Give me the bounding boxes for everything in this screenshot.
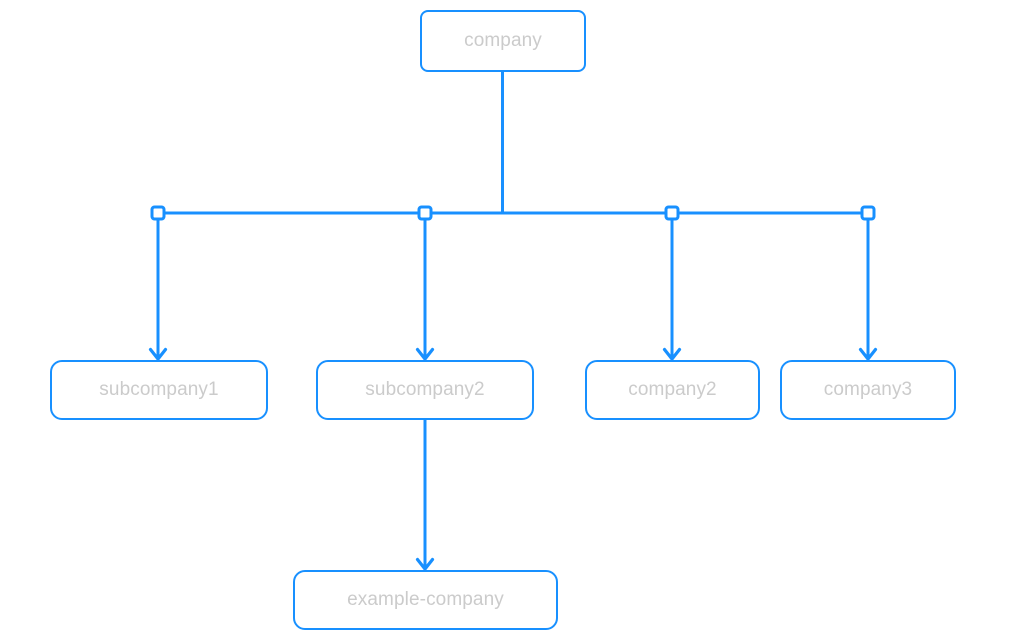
node-label-company3: company3 [823,379,913,400]
node-label-subcompany2: subcompany2 [365,379,485,400]
edge-group [148,72,878,571]
bus-handle-2[interactable] [417,205,433,221]
node-label-company: company [464,30,542,51]
node-subcompany2[interactable]: subcompany2 [316,360,534,420]
bus-handle-3[interactable] [664,205,680,221]
bus-handle-4[interactable] [860,205,876,221]
node-company3[interactable]: company3 [780,360,956,420]
node-subcompany1[interactable]: subcompany1 [50,360,268,420]
bus-handle-1[interactable] [150,205,166,221]
node-label-subcompany1: subcompany1 [99,379,219,400]
arrowhead-subcompany2 [415,347,435,361]
node-label-company2: company2 [628,379,717,400]
arrowhead-subcompany1 [148,347,168,361]
arrowhead-company3 [858,347,878,361]
node-company[interactable]: company [420,10,586,72]
arrowhead-example-company [415,557,435,571]
node-company2[interactable]: company2 [585,360,760,420]
node-example-company[interactable]: example-company [293,570,558,630]
node-label-example-company: example-company [347,589,504,610]
arrowhead-company2 [662,347,682,361]
